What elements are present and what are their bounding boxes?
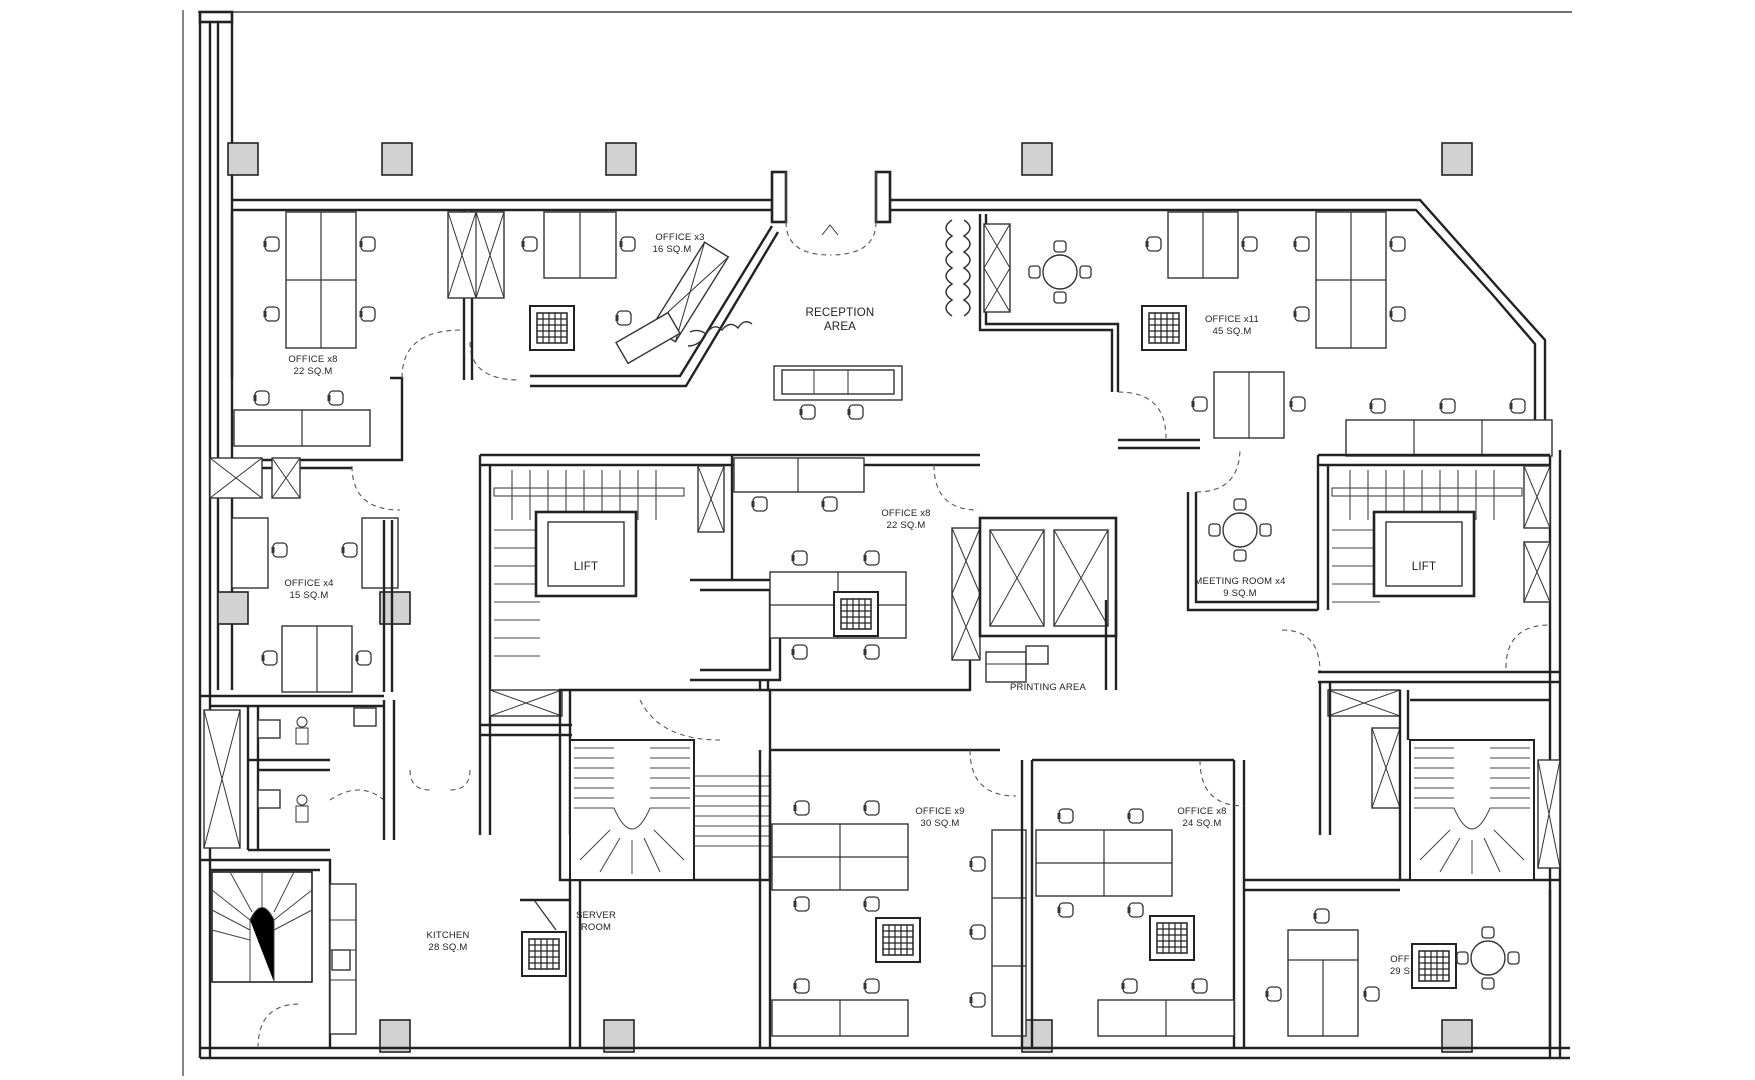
office-f [758, 748, 1027, 1048]
room-area: 15 SQ.M [290, 590, 329, 601]
room-name: OFFICE x8 [1177, 806, 1226, 817]
office-a [230, 210, 521, 462]
reception-area [773, 365, 903, 421]
room-area: 9 SQ.M [1223, 588, 1256, 599]
right-core: LIFT [1281, 453, 1561, 882]
room-area: 30 SQ.M [921, 818, 960, 829]
room-area: ROOM [581, 922, 611, 933]
lift-left-label: LIFT [574, 561, 598, 573]
room-name: OFFICE x9 [915, 806, 964, 817]
room-area: 45 SQ.M [1213, 326, 1252, 337]
room-area: 24 SQ.M [1183, 818, 1222, 829]
room-area: 29 S [1390, 966, 1410, 977]
room-area: AREA [824, 321, 856, 333]
lift-right-label: LIFT [1412, 561, 1436, 573]
printing-area-label: PRINTING AREA [1010, 682, 1086, 693]
toilets [200, 694, 471, 852]
office-c [945, 211, 1553, 457]
office-e [732, 453, 981, 692]
structural-columns [217, 142, 1473, 1053]
room-area: 16 SQ.M [653, 244, 692, 255]
room-name: OFF [1390, 954, 1410, 965]
central-core: LIFT [478, 453, 782, 882]
room-name: OFFICE x8 [288, 354, 337, 365]
room-labels: OFFICE x8 22 SQ.M OFFICE x3 16 SQ.M RECE… [284, 232, 1410, 977]
room-name: MEETING ROOM x4 [1194, 576, 1285, 587]
lift-shafts: PRINTING AREA [978, 516, 1118, 693]
room-name: KITCHEN [426, 930, 469, 941]
room-name: RECEPTION [806, 307, 875, 319]
entrance-doors [785, 172, 877, 256]
room-area: 28 SQ.M [429, 942, 468, 953]
office-d [209, 457, 401, 693]
office-b [521, 211, 780, 388]
outer-walls [198, 170, 1570, 1060]
room-name: SERVER [576, 910, 616, 921]
room-area: 22 SQ.M [294, 366, 333, 377]
room-name: OFFICE x3 [655, 232, 704, 243]
room-name: OFFICE x4 [284, 578, 333, 589]
room-area: 22 SQ.M [887, 520, 926, 531]
office-h [1244, 878, 1520, 1037]
room-name: OFFICE x8 [881, 508, 930, 519]
kitchen [200, 858, 582, 1049]
office-g [1020, 758, 1246, 1048]
room-name: OFFICE x11 [1205, 314, 1259, 325]
meeting-room [1186, 447, 1318, 612]
